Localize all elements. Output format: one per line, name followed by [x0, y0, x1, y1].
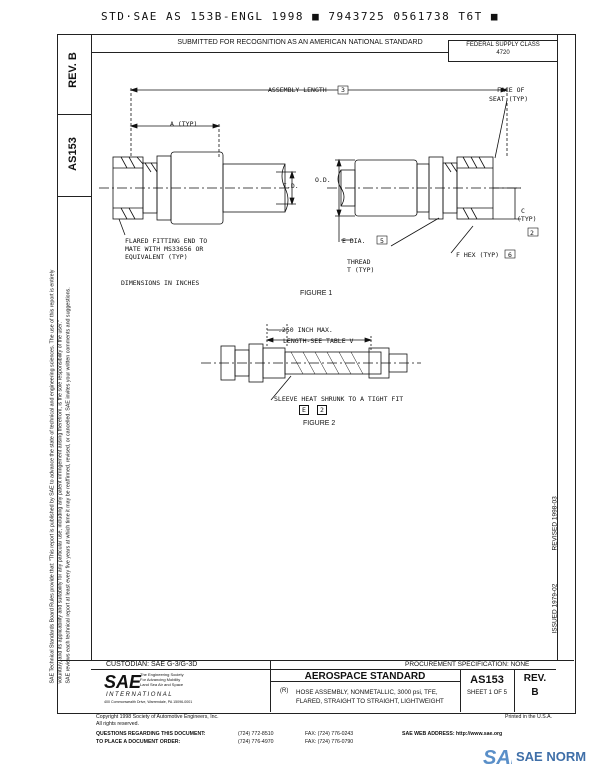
a-typ-label: A (TYP)	[170, 120, 198, 128]
dimensions-note: DIMENSIONS IN INCHES	[121, 279, 200, 287]
flared-note-1: FLARED FITTING END TO	[125, 237, 208, 245]
f-hex-label: F HEX (TYP)	[456, 251, 500, 259]
submitted-notice: SUBMITTED FOR RECOGNITION AS AN AMERICAN…	[177, 39, 423, 46]
figure-2-max-label: .250 INCH MAX.	[278, 326, 333, 334]
flared-note-2: MATE WITH MS33656 OR	[125, 245, 204, 253]
tb-vline-2	[460, 669, 461, 712]
header-divider	[91, 52, 556, 53]
seat-typ-label: SEAT (TYP)	[489, 95, 529, 103]
issued-date: ISSUED 1979-02	[551, 583, 559, 634]
sae-tagline: The Engineering Society For Advancing Mo…	[140, 672, 184, 687]
sae-norm-watermark: SAE SAE NORM	[482, 742, 600, 772]
flared-note-3: EQUIVALENT (TYP)	[125, 253, 188, 261]
rev-label: REV.	[67, 63, 79, 88]
sae-logo: SAE	[104, 672, 142, 692]
notice-line-3: SAE reviews each technical report at lea…	[65, 287, 72, 684]
rev-value: B	[67, 52, 79, 61]
ref-note-e: E	[299, 405, 309, 415]
title-block-divider	[91, 669, 556, 670]
procurement-spec: PROCUREMENT SPECIFICATION: NONE	[405, 661, 530, 668]
fax-questions: FAX: (724) 776-0243	[305, 731, 354, 737]
figure-1-caption: FIGURE 1	[300, 290, 333, 297]
fax-order: FAX: (724) 776-0790	[305, 739, 354, 745]
c-label: C	[521, 207, 525, 215]
svg-text:SAE: SAE	[483, 747, 512, 769]
sae-norm-logo-icon: SAE	[483, 747, 512, 769]
title-doc-number: AS153	[470, 674, 504, 686]
ref-note-2: 2	[530, 229, 534, 237]
sheet-number: SHEET 1 OF 5	[467, 690, 507, 696]
figure-1-drawing	[99, 85, 539, 259]
sheet-frame	[57, 34, 576, 714]
sleeve-note: SLEEVE HEAT SHRUNK TO A TIGHT FIT	[274, 395, 404, 403]
fed-label: FEDERAL SUPPLY CLASS	[466, 42, 540, 48]
id-label: I.D.	[283, 182, 299, 190]
revised-date: REVISED 1998-03	[551, 496, 559, 551]
questions-label: QUESTIONS REGARDING THIS DOCUMENT:	[96, 731, 206, 737]
tel-questions: (724) 772-8510	[238, 731, 274, 737]
document-code-line: STD·SAE AS 153B-ENGL 1998 ■ 7943725 0561…	[100, 10, 499, 23]
e-dia-label: E DIA.	[342, 237, 366, 245]
order-label: TO PLACE A DOCUMENT ORDER:	[96, 739, 181, 745]
ref-note-3: 3	[341, 86, 345, 94]
c-typ-label: (TYP)	[517, 215, 537, 223]
sae-international: INTERNATIONAL	[106, 692, 174, 698]
tel-order: (724) 776-4970	[238, 739, 274, 745]
fed-value: 4720	[496, 50, 510, 56]
federal-supply-class-box: FEDERAL SUPPLY CLASS 4720	[448, 40, 558, 62]
doc-number-box: AS153	[57, 114, 92, 197]
ref-note-2b: 2	[317, 405, 327, 415]
figure-2-drawing	[201, 324, 421, 401]
face-of-seat-label: FACE OF	[497, 86, 525, 94]
title-rev-label: REV.	[523, 673, 547, 684]
rights-reserved: All rights reserved.	[96, 721, 139, 727]
ref-note-6: 6	[508, 251, 512, 259]
aerospace-standard: AEROSPACE STANDARD	[304, 671, 426, 682]
tb-hline	[270, 681, 460, 682]
title-block-top-border	[57, 660, 574, 661]
figure-2-caption: FIGURE 2	[303, 420, 336, 427]
sae-web-address: SAE WEB ADDRESS: http://www.sae.org	[402, 731, 503, 737]
od-label: O.D.	[315, 176, 331, 184]
thread-label: THREAD	[347, 258, 371, 266]
copyright: Copyright 1998 Society of Automotive Eng…	[96, 714, 219, 720]
tb-vline-1	[270, 660, 271, 712]
t-typ-label: T (TYP)	[347, 266, 375, 274]
tb-vline-3	[514, 669, 515, 712]
ref-note-5: 5	[380, 237, 384, 245]
sae-address: 400 Commonwealth Drive, Warrendale, PA 1…	[104, 700, 193, 704]
notice-line-1: SAE Technical Standards Board Rules prov…	[49, 269, 56, 684]
printed-in: Printed in the U.S.A.	[505, 714, 552, 720]
assembly-length-label: ASSEMBLY LENGTH	[268, 86, 327, 94]
revision-marker: (R)	[280, 688, 289, 694]
doc-number-vertical: AS153	[67, 137, 79, 171]
notice-line-2: voluntary, and its applicability and sui…	[57, 320, 64, 684]
rev-box: REV. B	[57, 34, 92, 115]
document-title: HOSE ASSEMBLY, NONMETALLIC, 3000 psi, TF…	[296, 689, 444, 705]
custodian: CUSTODIAN: SAE G-3/G-3D	[106, 661, 198, 668]
figure-2-length-label: LENGTH-SEE TABLE V	[283, 337, 354, 345]
title-rev-value: B	[531, 687, 539, 698]
drawing-area	[91, 34, 558, 660]
